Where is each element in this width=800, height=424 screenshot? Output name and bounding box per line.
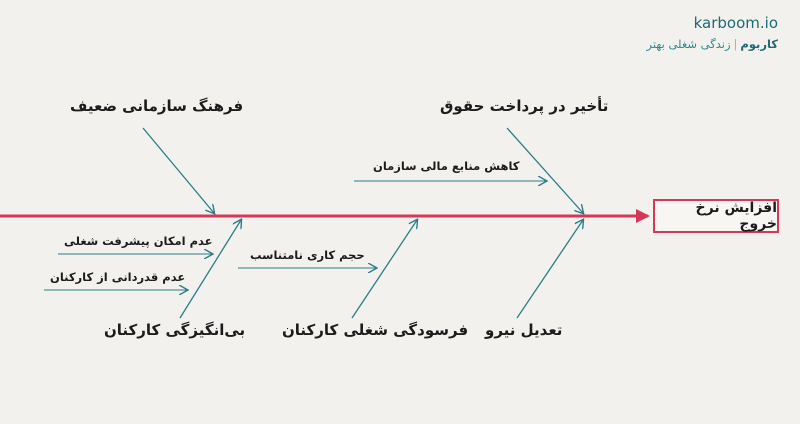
sub-cause-bottom-middle: حجم کاری نامتناسب (250, 248, 365, 262)
brand-name: کاربوم (740, 37, 778, 51)
cause-top-left: فرهنگ سازمانی ضعیف (70, 97, 244, 115)
branch-bottom-middle (351, 220, 417, 319)
branch-bottom-right (516, 220, 583, 319)
sub-cause-bottom-left-1: عدم امکان پیشرفت شغلی (64, 234, 213, 248)
cause-bottom-middle: فرسودگی شغلی کارکنان (282, 321, 469, 339)
cause-bottom-right: تعدیل نیرو (485, 321, 563, 339)
brand-tagline-row: کاربوم|زندگی شغلی بهتر (646, 37, 778, 51)
branch-bottom-left (179, 220, 241, 319)
effect-box: افزایش نرخ خروج (653, 199, 779, 233)
sub-cause-bottom-left-2: عدم قدردانی از کارکنان (50, 270, 186, 284)
brand-separator: | (733, 37, 738, 51)
brand-tagline: زندگی شغلی بهتر (646, 37, 731, 51)
branch-top-left (142, 127, 214, 213)
brand-url[interactable]: karboom.io (693, 14, 778, 32)
cause-bottom-left: بی‌انگیزگی کارکنان (104, 321, 246, 339)
cause-top-right: تأخیر در پرداخت حقوق (440, 97, 609, 115)
sub-cause-top-right: کاهش منابع مالی سازمان (373, 159, 520, 173)
branch-top-right (506, 127, 583, 213)
